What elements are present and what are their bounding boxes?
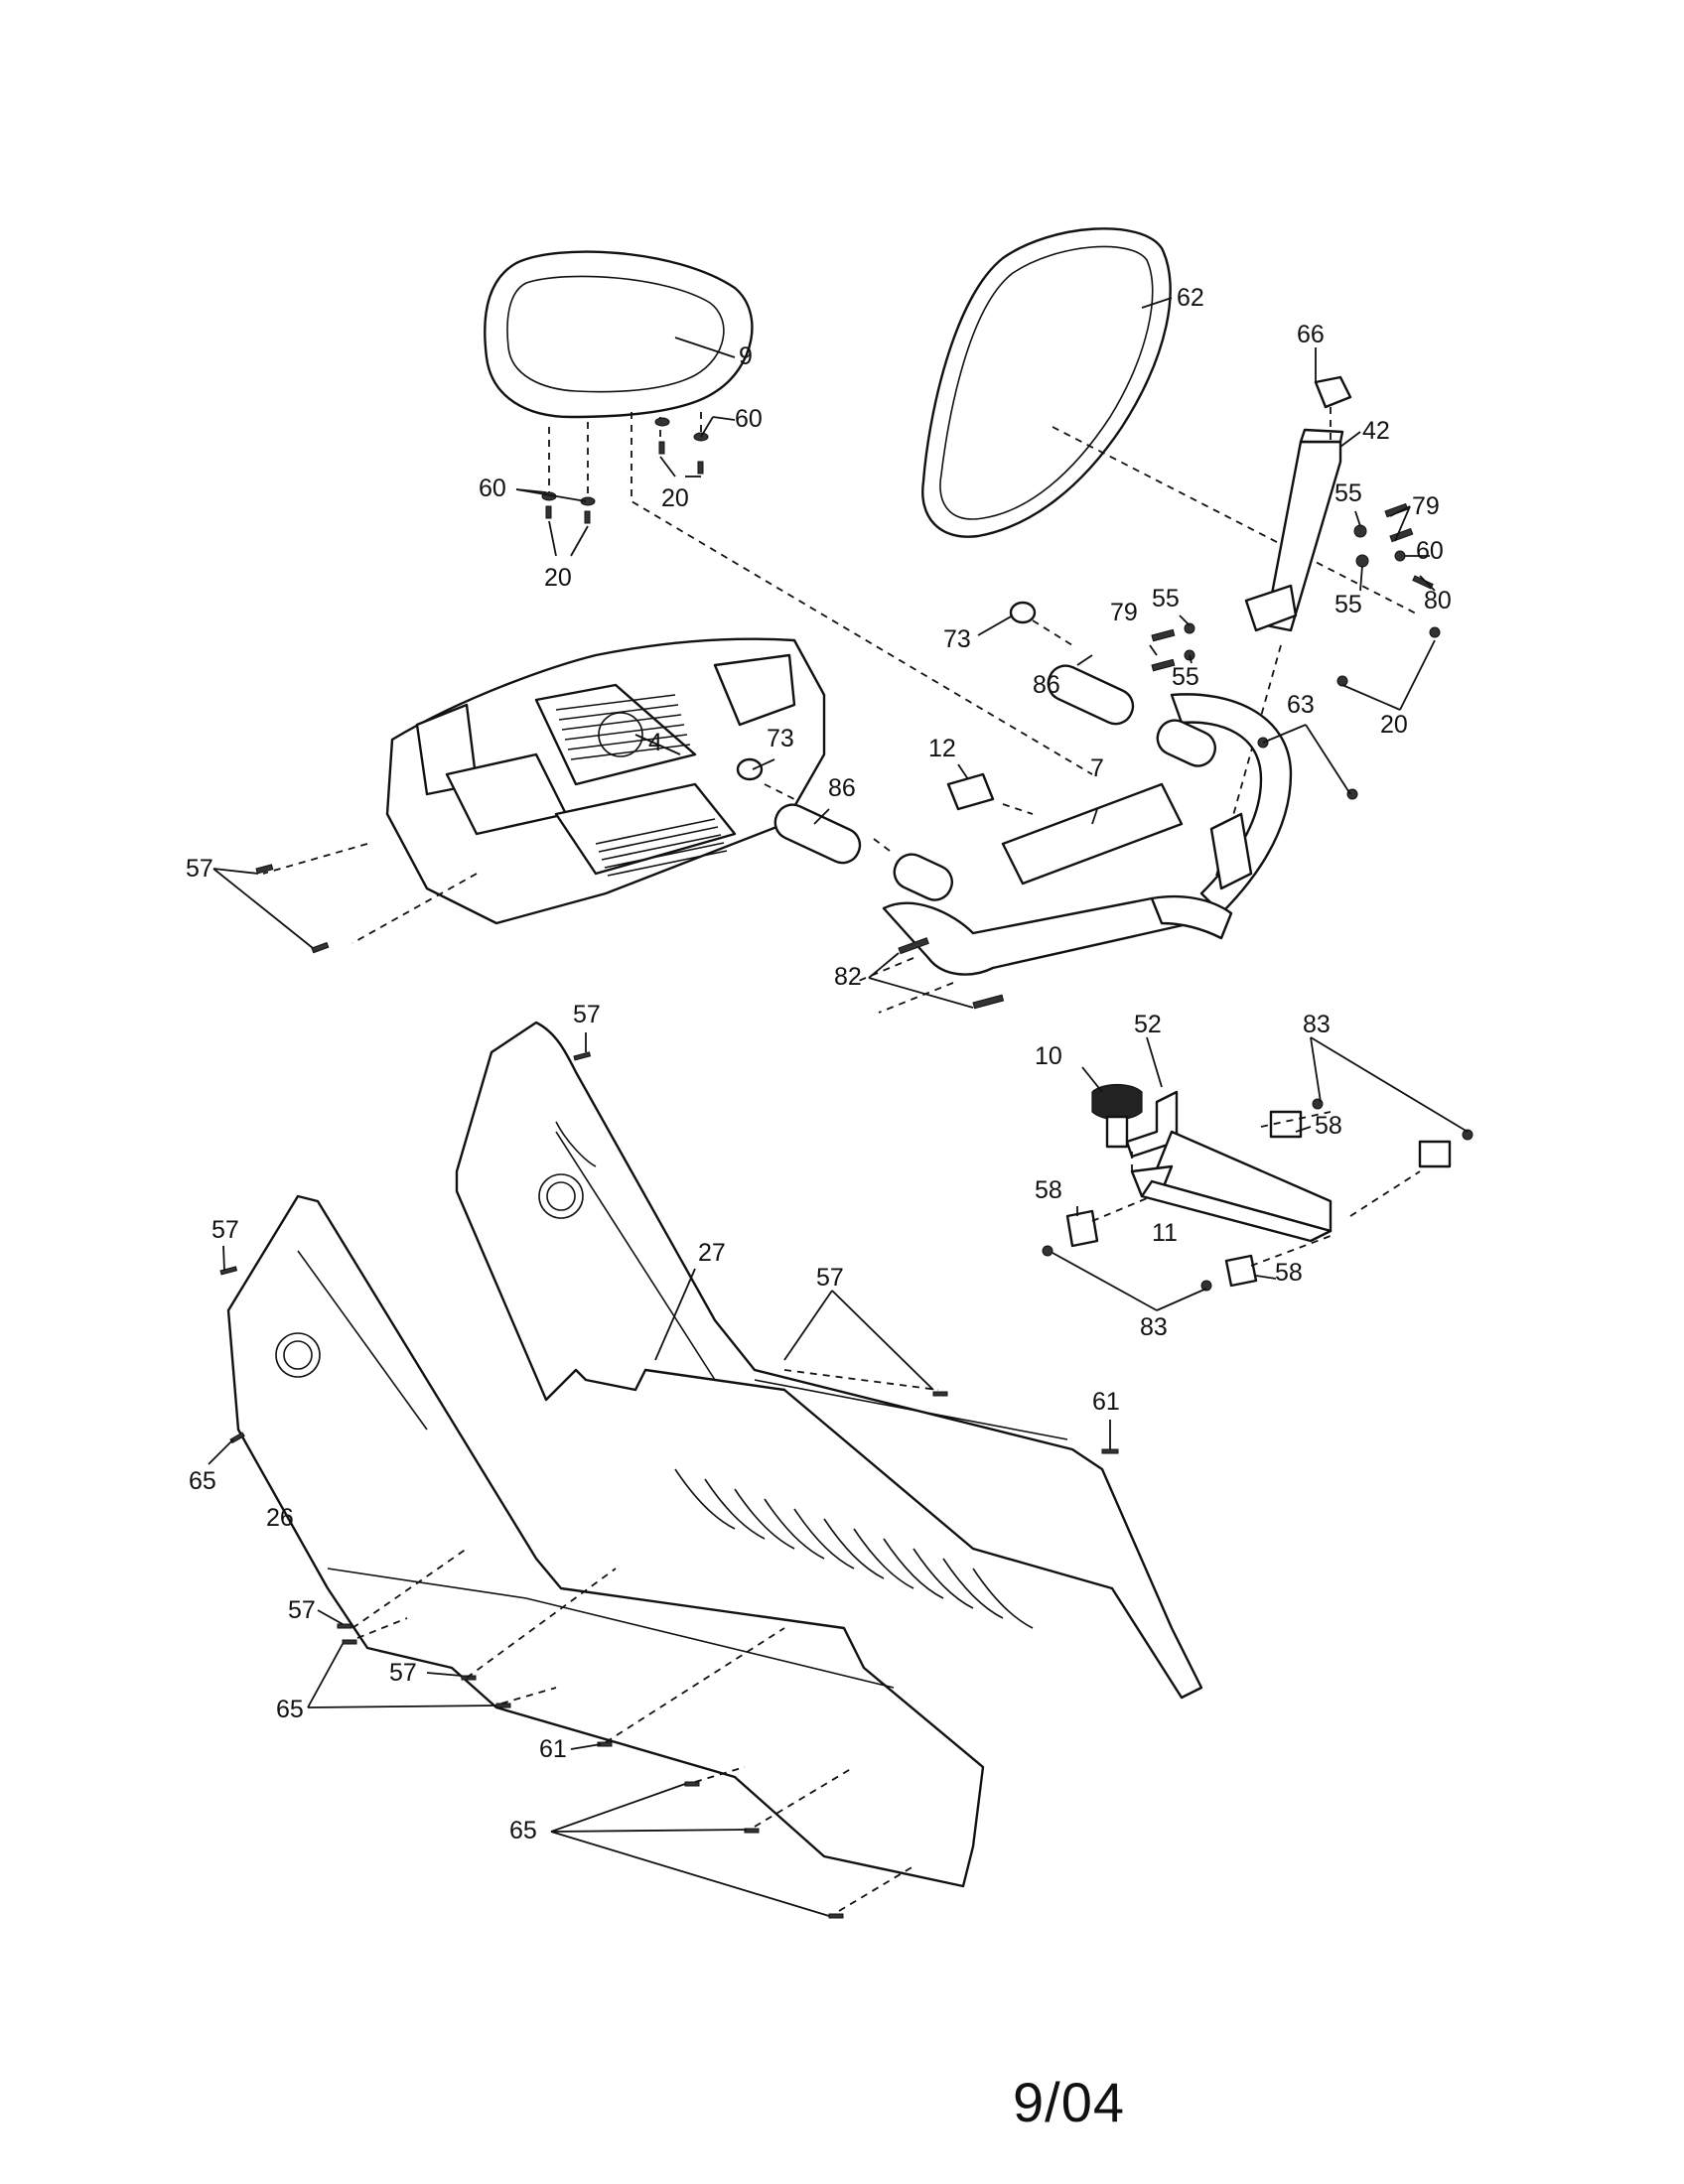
left-shield: [226, 1194, 985, 1888]
hand-grips: [773, 664, 1216, 901]
callout-82: 82: [834, 963, 862, 991]
post-hardware: [1151, 502, 1441, 687]
callout-20-left: 20: [544, 564, 572, 592]
handlebar-dash-lines: [764, 619, 1073, 1014]
callout-79-top: 79: [1412, 492, 1440, 520]
callout-86-top: 86: [1033, 671, 1060, 699]
callout-62: 62: [1177, 284, 1204, 312]
callout-80: 80: [1424, 587, 1452, 614]
right-shield: [455, 1021, 1203, 1700]
console-fan-grille: [555, 694, 691, 760]
seat-plate: [1001, 782, 1184, 886]
callout-60-right: 60: [1416, 537, 1444, 565]
callout-57-mid: 57: [816, 1264, 844, 1292]
callout-9: 9: [739, 342, 753, 370]
callout-66: 66: [1297, 321, 1325, 348]
callout-86-left: 86: [828, 774, 856, 802]
leader-lines: [208, 297, 1469, 1917]
callout-65-left: 65: [189, 1467, 216, 1495]
callout-57-low: 57: [288, 1596, 316, 1624]
footer-date: 9/04: [1013, 2071, 1125, 2133]
shield-dash-lines: [351, 1369, 939, 1912]
callout-55-low: 55: [1172, 663, 1199, 691]
callout-83-bottom: 83: [1140, 1313, 1168, 1341]
end-cap-66: [1314, 375, 1352, 409]
backrest-pad: [921, 227, 1172, 538]
seat-cushion: [484, 250, 754, 419]
callout-12: 12: [928, 735, 956, 762]
callout-42: 42: [1362, 417, 1390, 445]
callout-20-right: 20: [1380, 711, 1408, 739]
callout-57-console: 57: [186, 855, 213, 883]
seat-frame: [882, 693, 1293, 976]
callout-52: 52: [1134, 1011, 1162, 1038]
console-screw-lines: [255, 843, 478, 954]
callout-11: 11: [1152, 1219, 1178, 1247]
callout-55-right: 55: [1334, 591, 1362, 618]
callout-4: 4: [648, 729, 662, 756]
slider-nuts: [1042, 1098, 1474, 1292]
grip-end-caps: [736, 601, 1037, 781]
callout-7: 7: [1090, 754, 1104, 782]
callout-65-mid: 65: [276, 1696, 304, 1723]
callout-61-bottom: 61: [539, 1735, 567, 1763]
callout-79-left: 79: [1110, 599, 1138, 626]
callout-20-seat: 20: [661, 484, 689, 512]
callout-65-bottom: 65: [509, 1817, 537, 1844]
backrest-mount-line: [1052, 426, 1421, 616]
slider-dash-lines: [1091, 1111, 1421, 1267]
callout-57-top: 57: [573, 1001, 601, 1028]
bracket-12: [946, 772, 995, 811]
seat-slider-11: [1130, 1130, 1333, 1243]
callout-57-bottom: 57: [389, 1659, 417, 1687]
frame-bracket: [1209, 812, 1253, 890]
adjustment-knob: [1091, 1083, 1143, 1149]
callout-55-top: 55: [1334, 479, 1362, 507]
callout-26: 26: [266, 1504, 294, 1532]
post-mount-line: [1210, 644, 1282, 894]
console: [385, 637, 826, 925]
backrest-post: [1244, 428, 1344, 632]
console-speaker-grille: [595, 818, 728, 877]
callout-60-left: 60: [479, 475, 506, 502]
callout-61-right: 61: [1092, 1388, 1120, 1416]
callout-83-top: 83: [1303, 1011, 1331, 1038]
shield-vent-fins: [674, 1468, 1034, 1629]
callout-55-mid: 55: [1152, 585, 1180, 613]
callout-58-left: 58: [1035, 1176, 1062, 1204]
callout-27: 27: [698, 1239, 726, 1267]
callout-73-left: 73: [767, 725, 794, 752]
callout-60-seat: 60: [735, 405, 763, 433]
callout-10: 10: [1035, 1042, 1062, 1070]
callout-63: 63: [1287, 691, 1315, 719]
callout-73-top: 73: [943, 625, 971, 653]
shield-screws: [219, 1051, 1119, 1919]
callout-labels: 9 60 20 60 20 62 66 42 55 79 60 55 80 79…: [186, 284, 1452, 1844]
callout-57-left: 57: [211, 1216, 239, 1244]
slider-rollers: [1065, 1110, 1452, 1288]
callout-58-bottom: 58: [1275, 1259, 1303, 1287]
frame-bolts: [898, 737, 1358, 1010]
callout-58-top: 58: [1315, 1112, 1342, 1140]
